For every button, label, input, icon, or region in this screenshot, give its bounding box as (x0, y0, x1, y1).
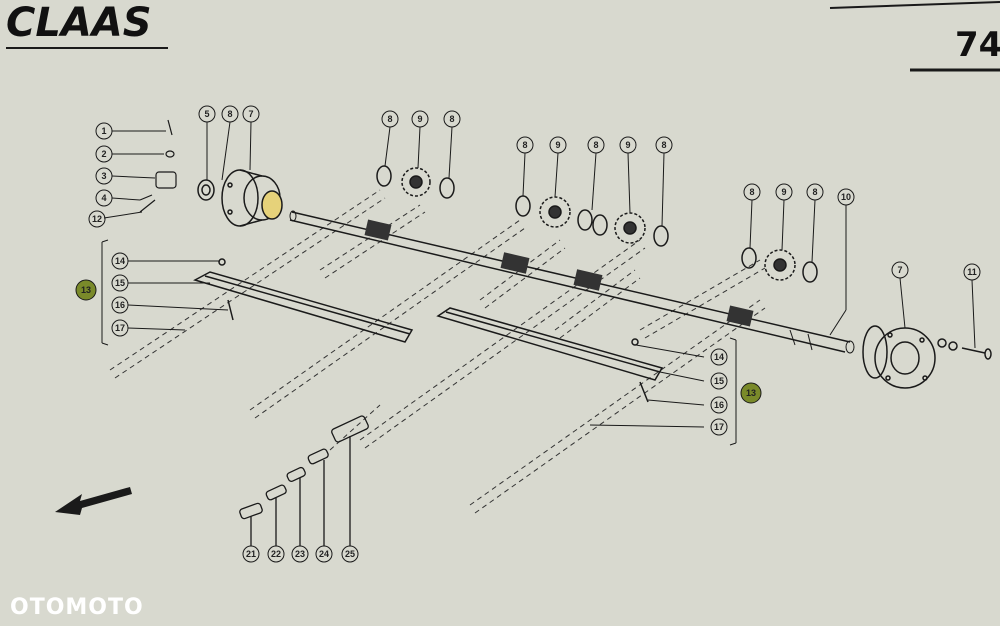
callout-4-label: 4 (101, 193, 106, 203)
right-bolt-assembly (937, 338, 992, 360)
callouts: 1 2 3 4 12 5 8 7 8 9 8 8 9 8 9 8 8 9 8 1… (75, 105, 981, 563)
main-shaft (289, 210, 855, 354)
sprocket-assembly-2 (515, 195, 669, 247)
callout-15-right-label: 15 (714, 376, 724, 386)
callout-9-s1: 9 (411, 110, 429, 128)
otomoto-watermark: OTOMOTO (10, 595, 144, 620)
sprocket-assembly-3 (741, 247, 818, 283)
callout-9-s2a: 9 (549, 136, 567, 154)
callout-8-s2b-label: 8 (593, 140, 598, 150)
page-number: 74 (955, 25, 1000, 65)
callout-8-s1a: 8 (381, 110, 399, 128)
grease-nipple-parts (139, 119, 177, 213)
callout-2: 2 (95, 145, 113, 163)
callout-15-right: 15 (710, 372, 728, 390)
callout-11: 11 (963, 263, 981, 281)
callout-1: 1 (95, 122, 113, 140)
callout-16-left: 16 (111, 296, 129, 314)
knife-bar-right (436, 307, 664, 403)
callout-8-s3b: 8 (806, 183, 824, 201)
callout-24-label: 24 (319, 549, 329, 559)
callout-8-s2a: 8 (516, 136, 534, 154)
callout-8-s2a-label: 8 (522, 140, 527, 150)
callout-17-right-label: 17 (714, 422, 724, 432)
callout-5-label: 5 (204, 109, 209, 119)
callout-1-label: 1 (101, 126, 106, 136)
callout-leaders (101, 121, 976, 446)
callout-25: 25 (341, 545, 359, 563)
callout-14-left-label: 14 (115, 256, 125, 266)
callout-25-label: 25 (345, 549, 355, 559)
callout-12: 12 (88, 210, 106, 228)
assembly-guide-lines (109, 189, 766, 514)
brand-logo-text: CLAAS (6, 0, 152, 46)
callout-11-label: 11 (967, 267, 977, 277)
callout-9-s2b: 9 (619, 136, 637, 154)
callout-21: 21 (242, 545, 260, 563)
callout-8-left-label: 8 (227, 109, 232, 119)
callout-16-right: 16 (710, 396, 728, 414)
callout-13-right-label: 13 (746, 388, 756, 398)
knife-bar-left (193, 258, 414, 343)
callout-14-right-label: 14 (714, 352, 724, 362)
sprocket-assembly-1 (376, 165, 455, 199)
callout-5: 5 (198, 105, 216, 123)
callout-8-s1b-label: 8 (449, 114, 454, 124)
callout-10: 10 (837, 188, 855, 206)
callout-21-label: 21 (246, 549, 256, 559)
callout-9-s3: 9 (775, 183, 793, 201)
callout-23-label: 23 (295, 549, 305, 559)
watermark-text: OTOMOTO (10, 595, 144, 620)
callout-9-s2a-label: 9 (555, 140, 560, 150)
callout-7-right: 7 (891, 261, 909, 279)
callout-22-label: 22 (271, 549, 281, 559)
callout-7-right-label: 7 (897, 265, 902, 275)
left-nut-5-8 (197, 179, 215, 201)
callout-22: 22 (267, 545, 285, 563)
callout-8-s3a-label: 8 (749, 187, 754, 197)
callout-15-left: 15 (111, 274, 129, 292)
callout-3-label: 3 (101, 171, 106, 181)
callout-24: 24 (315, 545, 333, 563)
callout-9-s3-label: 9 (781, 187, 786, 197)
callout-8-s2b: 8 (587, 136, 605, 154)
callout-8-s2c: 8 (655, 136, 673, 154)
callout-16-right-label: 16 (714, 400, 724, 410)
callout-7-left: 7 (242, 105, 260, 123)
callout-14-left: 14 (111, 252, 129, 270)
callout-9-s2b-label: 9 (625, 140, 630, 150)
callout-12-label: 12 (92, 214, 102, 224)
callout-16-left-label: 16 (115, 300, 125, 310)
callout-8-s3b-label: 8 (812, 187, 817, 197)
callout-8-s1a-label: 8 (387, 114, 392, 124)
callout-17-left: 17 (111, 319, 129, 337)
callout-17-right: 17 (710, 418, 728, 436)
callout-10-label: 10 (841, 192, 851, 202)
callout-8-left: 8 (221, 105, 239, 123)
left-flange-bearing (221, 169, 283, 227)
callout-8-s2c-label: 8 (661, 140, 666, 150)
callout-3: 3 (95, 167, 113, 185)
callout-4: 4 (95, 189, 113, 207)
direction-arrow (55, 487, 132, 515)
callout-13-right: 13 (740, 382, 762, 404)
callout-13-left-label: 13 (81, 285, 91, 295)
callout-7-left-label: 7 (248, 109, 253, 119)
page-number-block: 74 (829, 1, 1000, 72)
callout-23: 23 (291, 545, 309, 563)
right-flange-bearing (862, 325, 936, 389)
callout-15-left-label: 15 (115, 278, 125, 288)
callout-2-label: 2 (101, 149, 106, 159)
brand-logo: CLAAS (6, 0, 168, 49)
callout-13-left: 13 (75, 279, 97, 301)
callout-8-s3a: 8 (743, 183, 761, 201)
callout-8-s1b: 8 (443, 110, 461, 128)
knife-segments (239, 415, 369, 546)
callout-9-s1-label: 9 (417, 114, 422, 124)
callout-14-right: 14 (710, 348, 728, 366)
callout-17-left-label: 17 (115, 323, 125, 333)
